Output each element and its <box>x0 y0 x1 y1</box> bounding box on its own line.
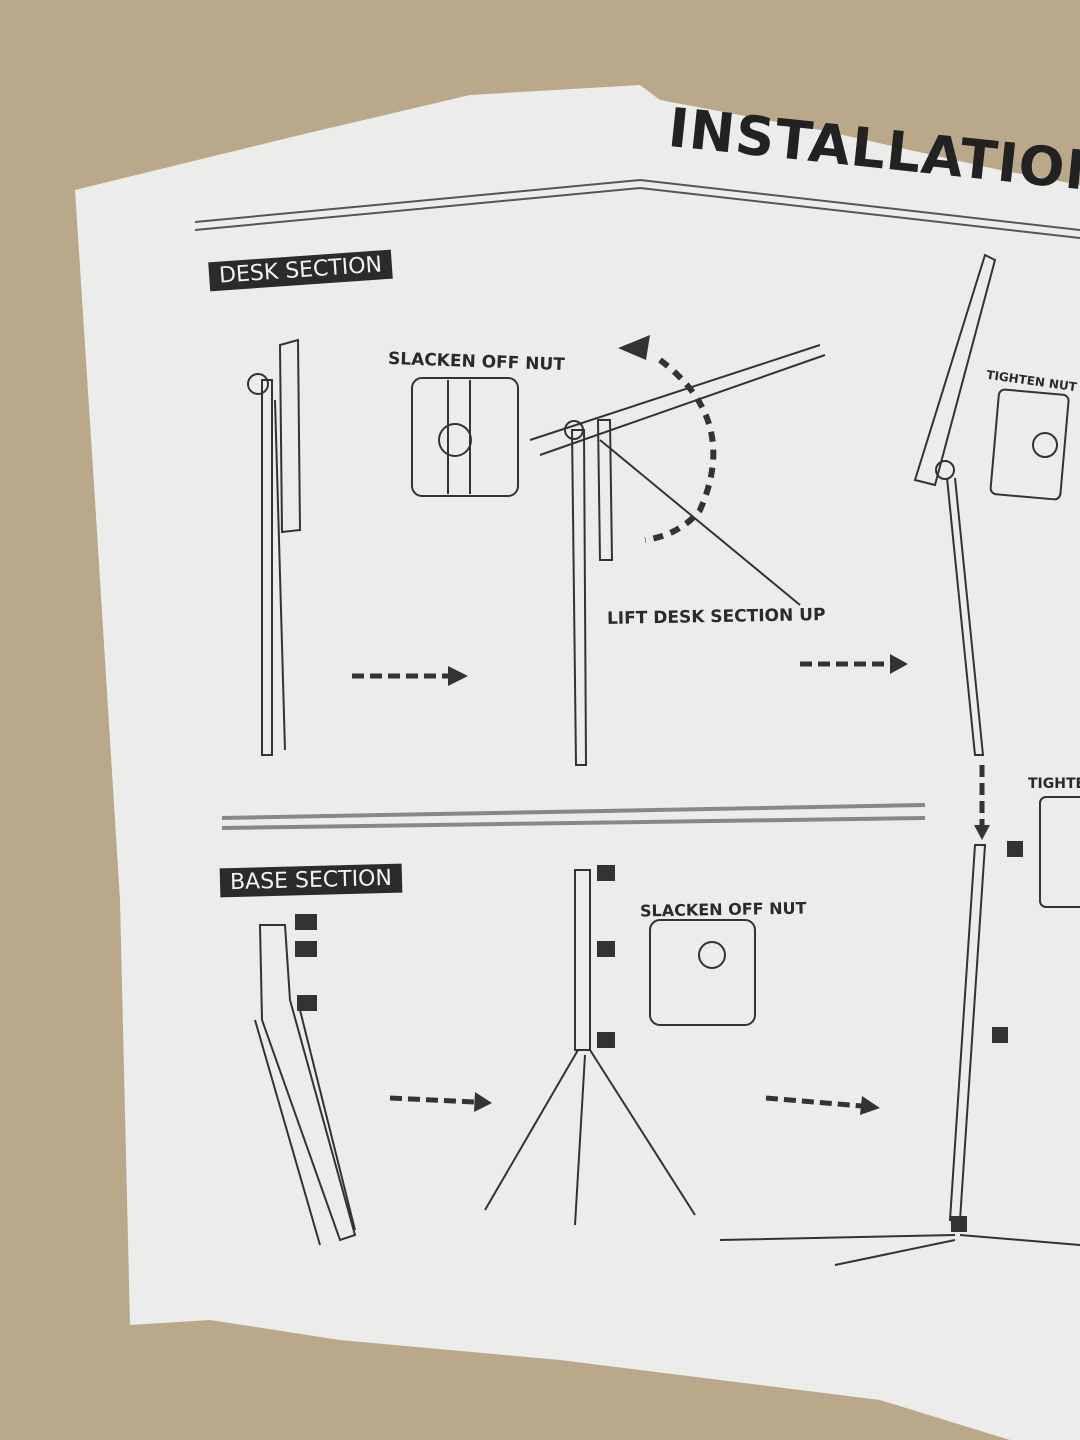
step-lift-desk-section-up: LIFT DESK SECTION UP <box>606 605 826 629</box>
base-folded-illustration <box>254 914 357 1246</box>
step-tighten-base: TIGHTEN <box>1028 776 1080 792</box>
section-divider <box>221 803 926 830</box>
arrow-heads <box>448 654 990 1115</box>
base-section-label: BASE SECTION <box>219 863 403 898</box>
desk-folded-illustration <box>247 338 302 756</box>
step-slacken-off-nut-base: SLACKEN OFF NUT <box>639 898 807 921</box>
curved-arrow-head <box>618 335 650 360</box>
stand-assembled-illustration <box>719 796 1080 1266</box>
base-tripod-illustration <box>484 865 756 1226</box>
desk-lift-illustration <box>529 344 826 766</box>
desk-assembled-illustration <box>913 253 1070 756</box>
zoom-box-slacken <box>411 377 519 497</box>
header-rule <box>194 178 1080 239</box>
arrow-icon <box>352 661 985 1109</box>
